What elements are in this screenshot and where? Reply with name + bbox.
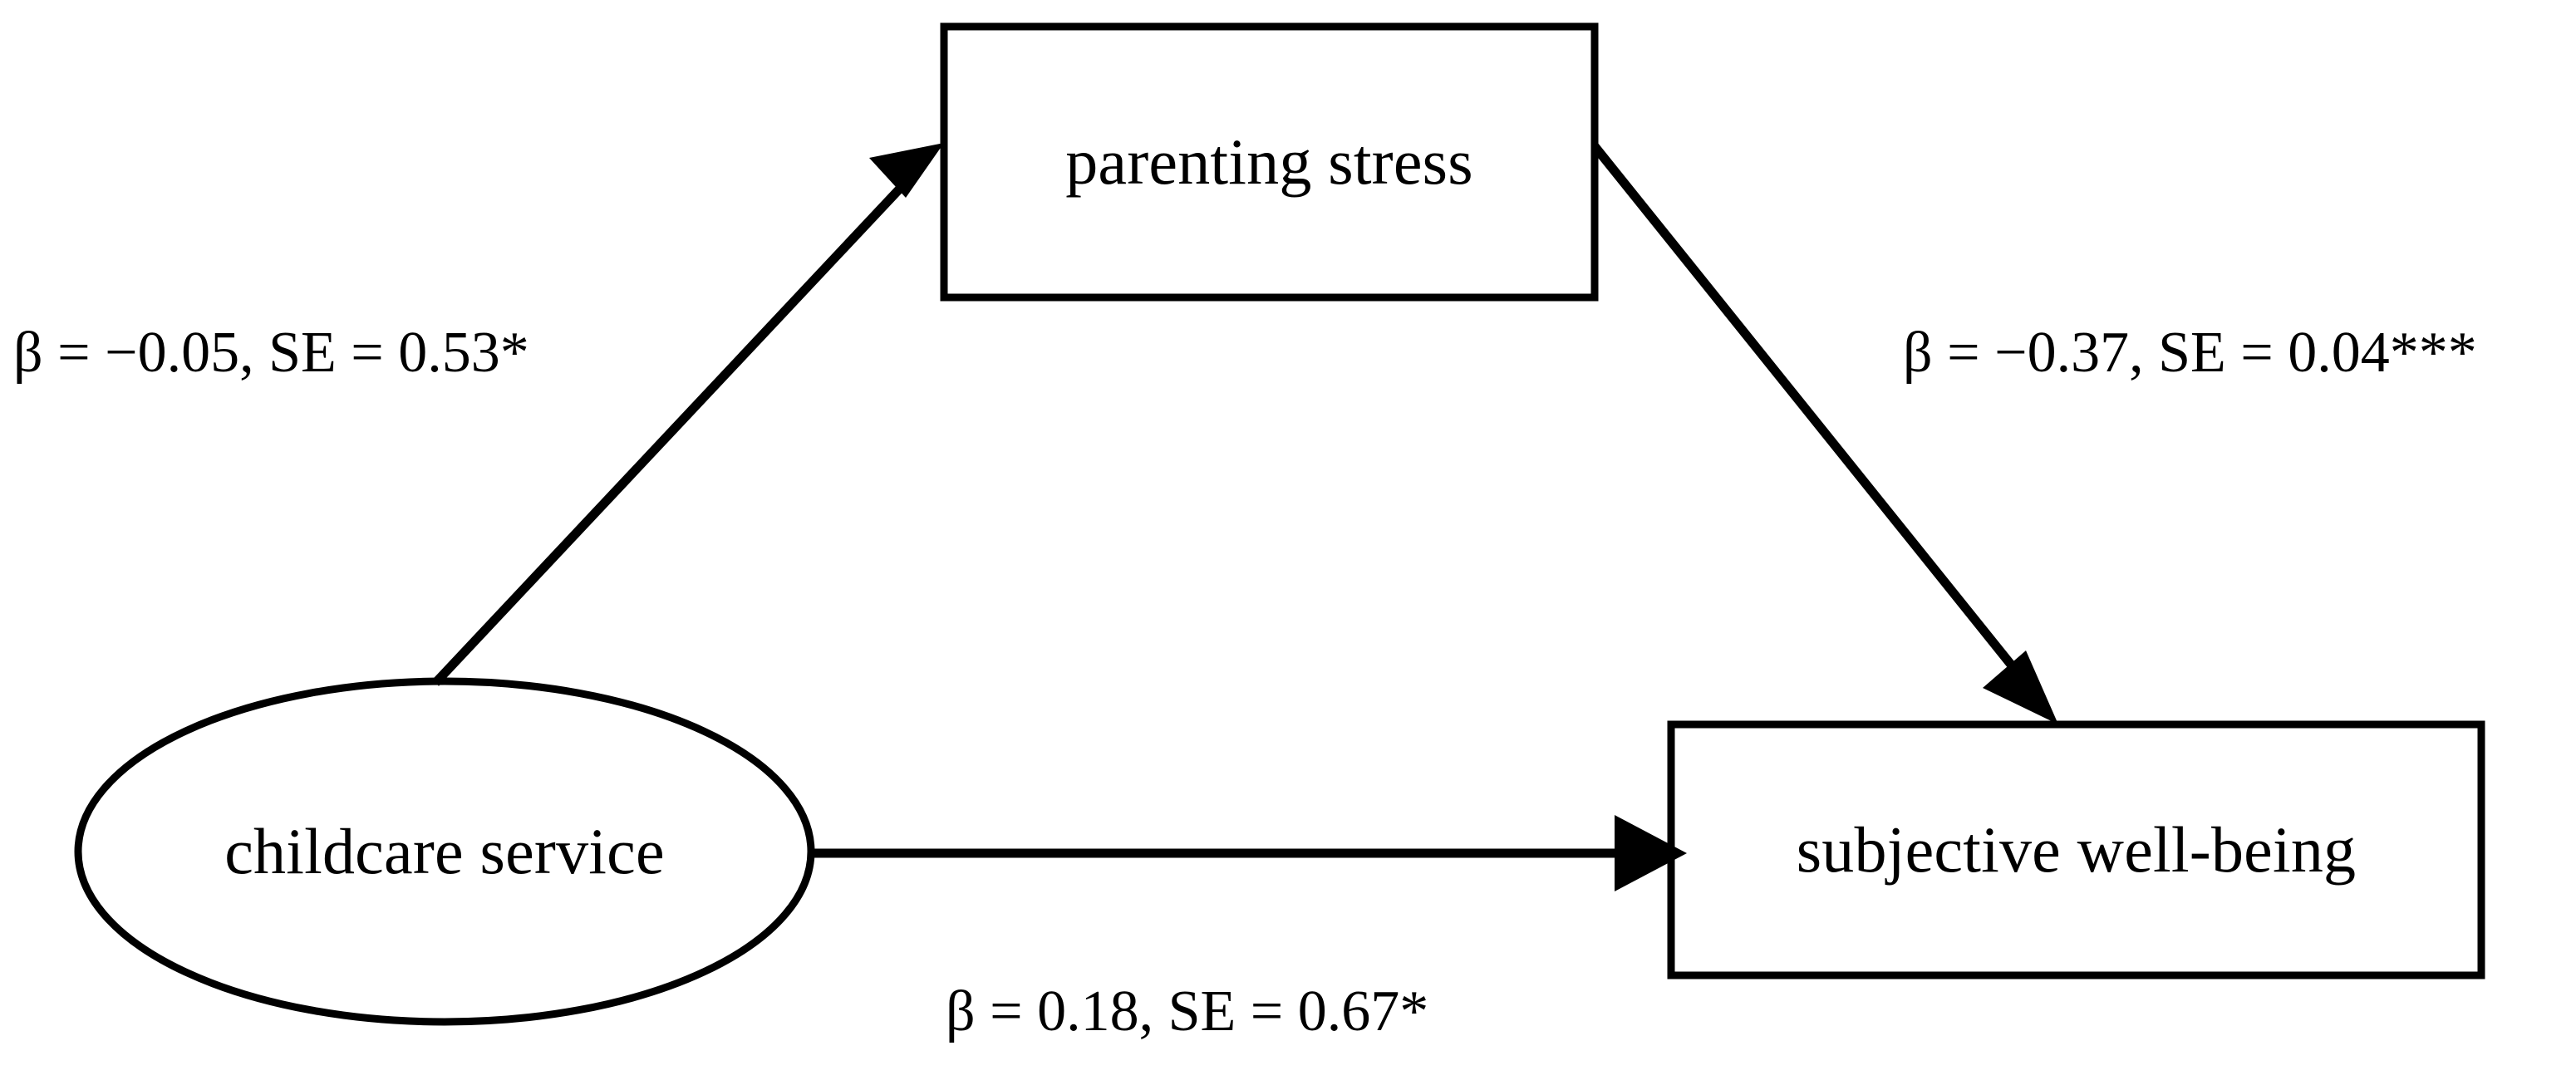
node-shape-subjective-well-being — [1667, 720, 2485, 979]
edge-label-b-path: β = −0.37, SE = 0.04*** — [1903, 321, 2477, 385]
node-shape-childcare-service — [74, 677, 815, 1026]
node-shape-parenting-stress — [940, 22, 1599, 302]
edge-label-a-path: β = −0.05, SE = 0.53* — [13, 321, 529, 385]
edge-a-path-arrow — [431, 143, 944, 686]
edge-b-path-arrow — [1590, 143, 2058, 724]
edge-c-path-arrow — [811, 815, 1687, 891]
edge-label-c-path: β = 0.18, SE = 0.67* — [946, 979, 1429, 1043]
